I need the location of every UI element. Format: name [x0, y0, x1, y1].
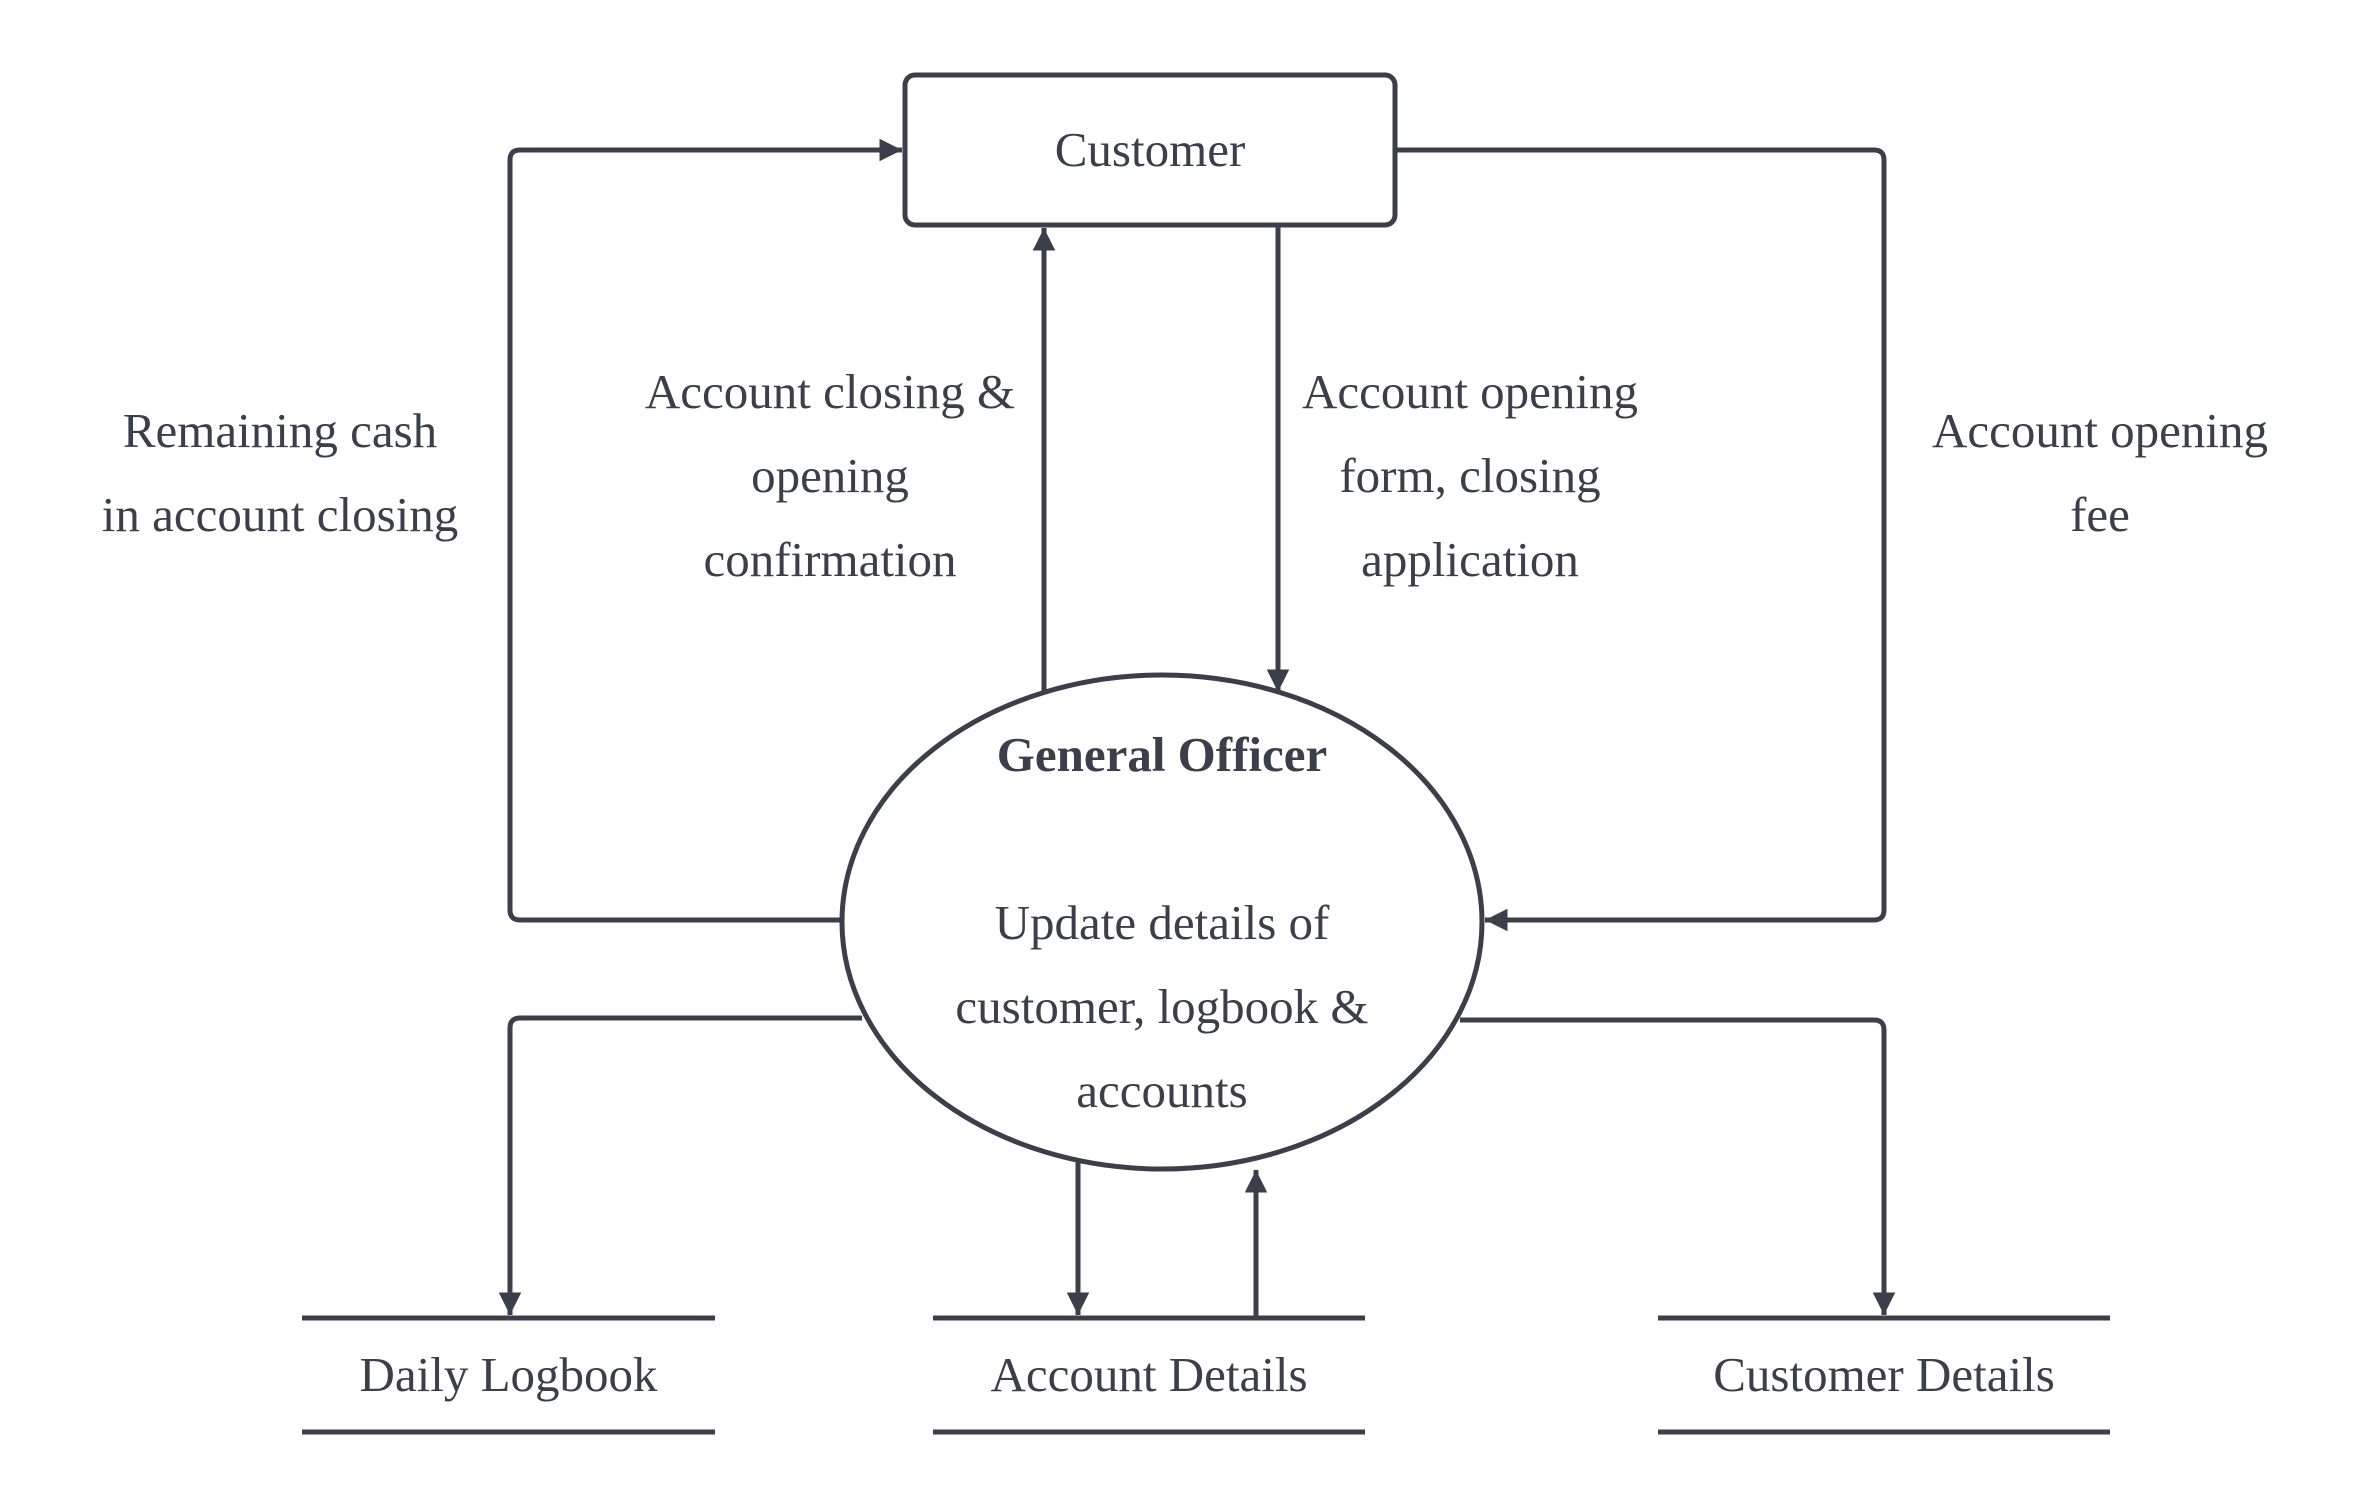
- process-title: General Officer: [996, 727, 1328, 782]
- daily-logbook-store: [302, 1315, 715, 1435]
- flow-to-daily-logbook-arrow: [498, 1015, 862, 1315]
- flow-remaining-cash-label: Remaining cash in account closing: [101, 403, 459, 542]
- flow-opening-fee-arrow: [1395, 147, 1887, 932]
- daily-logbook-label: Daily Logbook: [359, 1347, 658, 1402]
- account-details-label: Account Details: [990, 1347, 1308, 1402]
- customer-entity-label: Customer: [1054, 122, 1246, 177]
- flow-to-customer-details-arrow: [1460, 1017, 1896, 1315]
- customer-details-label: Customer Details: [1713, 1347, 2055, 1402]
- account-details-store: [933, 1315, 1365, 1435]
- customer-details-store: [1658, 1315, 2110, 1435]
- flow-opening-form-label: Account opening form, closing applicatio…: [1301, 364, 1639, 587]
- flow-opening-fee-label: Account opening fee: [1931, 403, 2269, 542]
- flow-remaining-cash-arrow: [507, 138, 902, 923]
- process-description: Update details of customer, logbook & ac…: [955, 895, 1369, 1118]
- flow-confirmation-label: Account closing & opening confirmation: [644, 364, 1016, 587]
